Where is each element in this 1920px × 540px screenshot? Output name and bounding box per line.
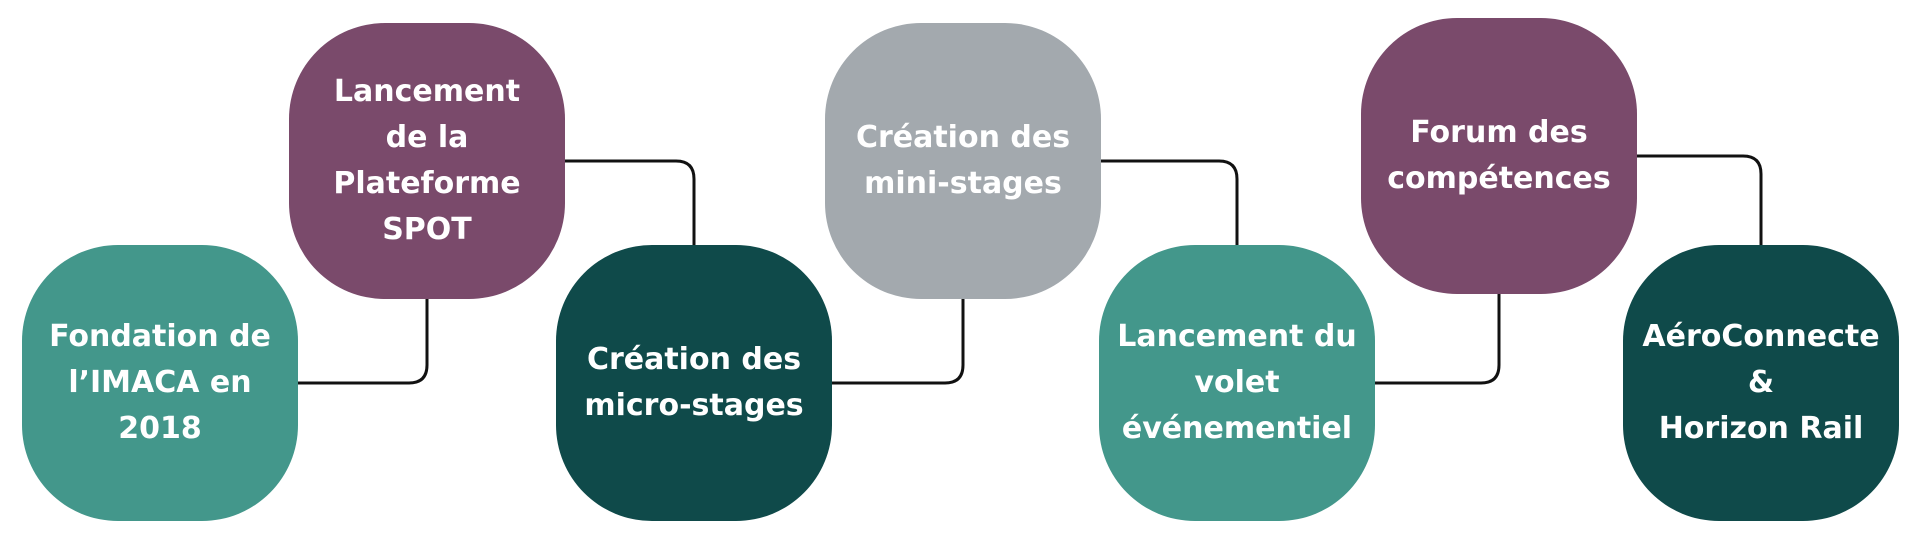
node-mini-stages: Création des mini-stages — [825, 23, 1101, 299]
node-plateforme-spot: Lancement de la Plateforme SPOT — [289, 23, 565, 299]
node-label: Création des micro-stages — [584, 342, 804, 423]
node-label: Lancement de la Plateforme SPOT — [333, 74, 521, 247]
node-forum-competences: Forum des compétences — [1361, 18, 1637, 294]
node-label: Lancement du volet événementiel — [1117, 319, 1357, 446]
node-label: Fondation de l’IMACA en 2018 — [49, 319, 271, 446]
connector-line-4 — [1101, 159, 1239, 245]
connector-line-6 — [1637, 154, 1763, 245]
node-aeroconnecte-horizon-rail: AéroConnecte & Horizon Rail — [1623, 245, 1899, 521]
connector-line-1 — [298, 299, 429, 385]
node-volet-evenementiel: Lancement du volet événementiel — [1099, 245, 1375, 521]
connector-line-5 — [1375, 294, 1501, 385]
node-label: Création des mini-stages — [855, 120, 1071, 201]
node-label: AéroConnecte & Horizon Rail — [1642, 319, 1880, 446]
connector-line-2 — [565, 159, 696, 245]
node-label: Forum des compétences — [1387, 115, 1611, 196]
connector-line-3 — [832, 299, 965, 385]
node-fondation-imaca: Fondation de l’IMACA en 2018 — [22, 245, 298, 521]
node-micro-stages: Création des micro-stages — [556, 245, 832, 521]
